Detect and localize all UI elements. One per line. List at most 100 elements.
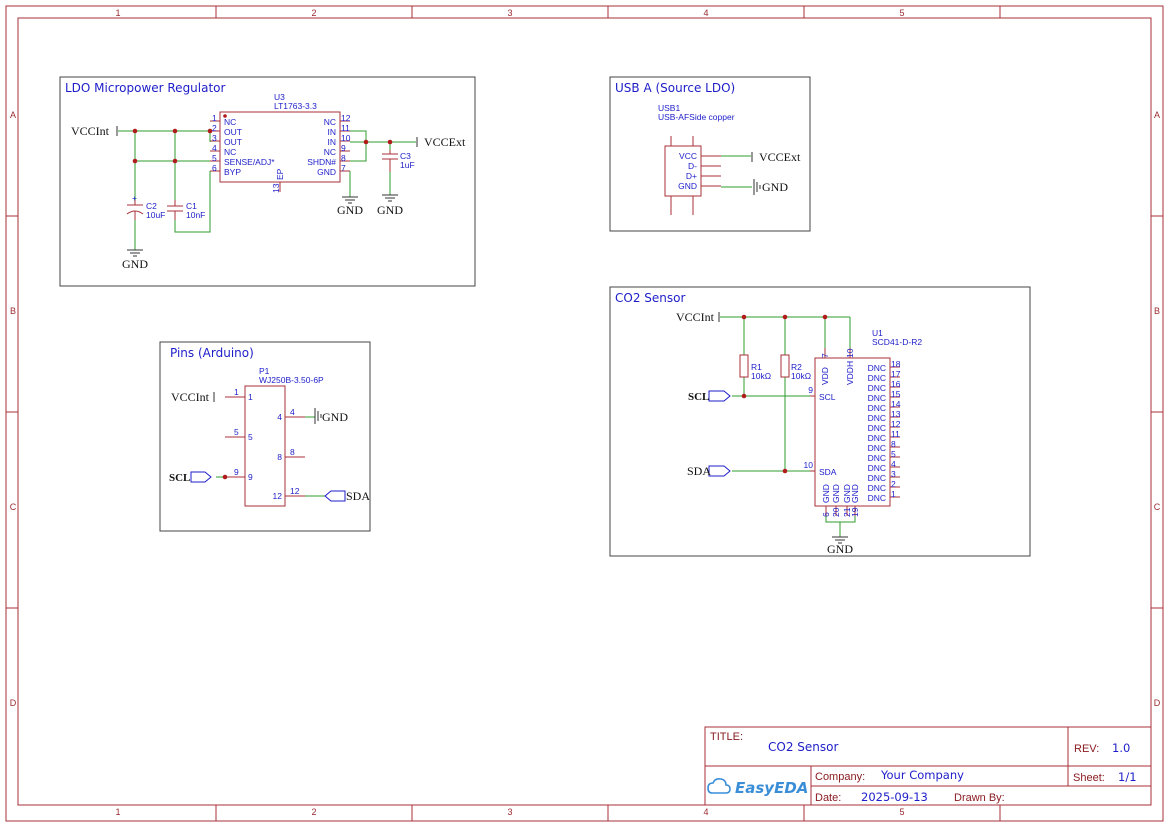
gnd-symbol-c2 xyxy=(127,249,143,257)
r2-resistor[interactable] xyxy=(780,354,790,378)
c3-capacitor[interactable] xyxy=(382,150,398,172)
zone-col-2-bottom: 2 xyxy=(311,807,316,817)
u1-pin-13-num: 13 xyxy=(891,409,901,419)
cloud-icon xyxy=(707,778,731,794)
c2-capacitor[interactable]: + xyxy=(126,193,144,220)
c1-value: 10nF xyxy=(186,210,205,220)
u1-pin-13-name: DNC xyxy=(868,413,886,423)
co2-net-scl: SCL xyxy=(688,391,709,403)
u3-pin-8-name: SHDN# xyxy=(307,157,336,167)
sheet-frame xyxy=(5,5,1164,822)
u3-pin-10-num: 10 xyxy=(341,133,351,143)
pins-net-vccint: VCCInt xyxy=(171,390,210,404)
u1-pin-11-num: 11 xyxy=(891,429,900,439)
u1-pin-8-name: DNC xyxy=(868,443,886,453)
title-label: TITLE: xyxy=(710,731,743,743)
zone-row-B-right: B xyxy=(1154,306,1160,316)
zone-col-4-top: 4 xyxy=(703,8,708,18)
u1-pin-4-num: 4 xyxy=(891,459,896,469)
u3-pin-9-num: 9 xyxy=(341,143,346,153)
c1-ref: C1 xyxy=(186,201,197,211)
p1-body[interactable] xyxy=(244,385,286,507)
zone-row-B-left: B xyxy=(10,306,16,316)
zone-col-5-top: 5 xyxy=(899,8,904,18)
p1-pin-9-outer: 9 xyxy=(234,467,239,477)
u1-pin-10-num: 10 xyxy=(845,348,855,358)
p1-pin-8-outer: 8 xyxy=(290,447,295,457)
date-label: Date: xyxy=(815,792,841,804)
p1-pin-1-inner: 1 xyxy=(248,392,253,402)
u3-pin-1-name: NC xyxy=(224,117,236,127)
c3-ref: C3 xyxy=(400,151,411,161)
u1-pin-15-num: 15 xyxy=(891,389,901,399)
u3-pin-6-num: 6 xyxy=(212,163,217,173)
u1-pin-4-name: DNC xyxy=(868,463,886,473)
u1-body[interactable] xyxy=(814,357,891,507)
u3-pin-7-num: 7 xyxy=(341,163,346,173)
u1-pin-2-num: 2 xyxy=(891,479,896,489)
company-value: Your Company xyxy=(880,768,964,782)
p1-pin-9-inner: 9 xyxy=(248,472,253,482)
u3-pin-3-name: OUT xyxy=(224,137,242,147)
title-value: CO2 Sensor xyxy=(768,740,838,754)
ldo-net-vccint: VCCInt xyxy=(71,124,110,138)
zone-row-C-left: C xyxy=(10,502,17,512)
p1-pin-8-inner: 8 xyxy=(277,452,282,462)
u3-pin-8-num: 8 xyxy=(341,153,346,163)
zone-row-D-left: D xyxy=(10,698,17,708)
usb-net-gnd: GND xyxy=(762,180,788,194)
ldo-net-gnd-2: GND xyxy=(337,203,363,217)
u1-pin-16-name: DNC xyxy=(868,383,886,393)
r1-ref: R1 xyxy=(751,362,762,372)
ldo-net-gnd-3: GND xyxy=(377,203,403,217)
u1-pin-9-num: 9 xyxy=(808,385,813,395)
ldo-block-frame xyxy=(59,76,476,287)
usb1-pin-d-name: D- xyxy=(688,161,697,171)
usb1-body[interactable] xyxy=(664,145,702,197)
p1-pin-12-inner: 12 xyxy=(273,491,283,501)
p1-pin-5-outer: 5 xyxy=(234,427,239,437)
u3-ep-name: EP xyxy=(275,168,285,180)
r2-value: 10kΩ xyxy=(791,371,811,381)
u1-pin-20-name: GND xyxy=(831,484,841,503)
co2-net-vccint: VCCInt xyxy=(676,310,715,324)
u1-pin-16-num: 16 xyxy=(891,379,901,389)
co2-net-gnd: GND xyxy=(827,542,853,556)
u1-pin-14-num: 14 xyxy=(891,399,901,409)
u1-value: SCD41-D-R2 xyxy=(872,337,922,347)
pins-block-frame xyxy=(159,341,371,532)
co2-net-sda: SDA xyxy=(687,464,711,478)
pins-net-gnd: GND xyxy=(322,410,348,424)
u3-pin-6-name: BYP xyxy=(224,167,241,177)
u1-pin-1-num: 1 xyxy=(891,489,896,499)
r1-value: 10kΩ xyxy=(751,371,771,381)
u1-pin-15-name: DNC xyxy=(868,393,886,403)
p1-pin-4-outer: 4 xyxy=(290,407,295,417)
ldo-block-title: LDO Micropower Regulator xyxy=(65,81,226,95)
zone-row-A-right: A xyxy=(1154,110,1160,120)
u1-pin-12-name: DNC xyxy=(868,423,886,433)
u3-pin-4-num: 4 xyxy=(212,143,217,153)
gnd-symbol-c3 xyxy=(382,194,398,202)
u3-pin-5-name: SENSE/ADJ* xyxy=(224,157,275,167)
r1-resistor[interactable] xyxy=(739,354,749,378)
pins-block-title: Pins (Arduino) xyxy=(170,346,254,360)
u1-pins: 7VDD10VDDH9SCL10SDA6GND20GND21GND19GND18… xyxy=(804,348,901,517)
drawn-by-label: Drawn By: xyxy=(954,792,1005,804)
svg-text:+: + xyxy=(132,193,137,203)
u3-pin-5-num: 5 xyxy=(212,153,217,163)
title-block: TITLE: CO2 Sensor REV: 1.0 Company: Your… xyxy=(704,726,1152,806)
zone-col-1-bottom: 1 xyxy=(115,807,120,817)
zone-row-D-right: D xyxy=(1154,698,1161,708)
c1-capacitor[interactable] xyxy=(167,200,183,220)
u1-pin-3-num: 3 xyxy=(891,469,896,479)
usb-block-frame xyxy=(609,76,811,232)
company-label: Company: xyxy=(815,771,865,783)
co2-block: CO2 Sensor U1 SCD41-D-R2 7VDD10VDDH9SCL1… xyxy=(609,286,1031,557)
u3-pin1-dot xyxy=(223,114,227,118)
